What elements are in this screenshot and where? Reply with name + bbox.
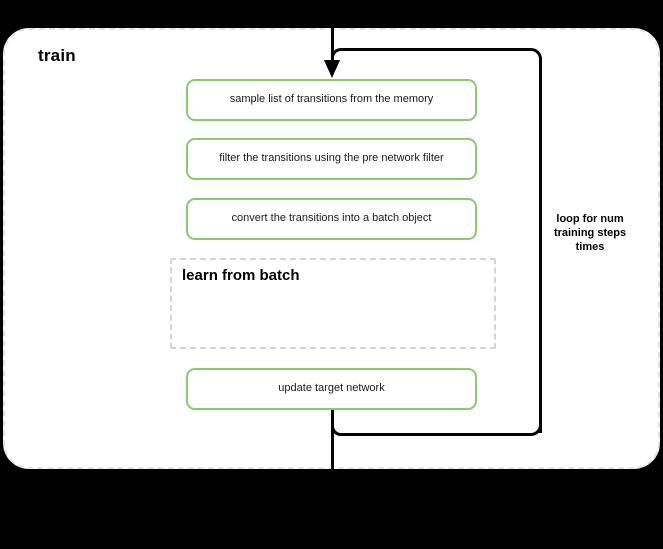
step-box-update-target-network[interactable]: update target network xyxy=(186,368,477,410)
step-label-filter: filter the transitions using the pre net… xyxy=(219,152,444,165)
loop-bottom-segment xyxy=(340,433,530,436)
step-box-filter[interactable]: filter the transitions using the pre net… xyxy=(186,138,477,180)
step-box-convert[interactable]: convert the transitions into a batch obj… xyxy=(186,198,477,240)
loop-corner-top-left xyxy=(331,48,343,60)
step-label-update: update target network xyxy=(278,382,385,395)
loop-corner-bottom-right xyxy=(528,422,542,436)
loop-annotation-label: loop for num training steps times xyxy=(546,213,634,254)
step-label-convert: convert the transitions into a batch obj… xyxy=(231,212,432,225)
loop-label-line-2: training steps xyxy=(553,226,627,239)
loop-label-line-1: loop for num xyxy=(556,213,624,225)
loop-label-line-3: times xyxy=(575,240,605,253)
loop-top-segment xyxy=(340,48,530,51)
loop-right-segment xyxy=(539,58,542,433)
step-box-sample[interactable]: sample list of transitions from the memo… xyxy=(186,79,477,121)
exit-connector-line xyxy=(331,408,334,469)
loop-corner-top-right xyxy=(528,48,542,62)
entry-connector-line xyxy=(331,0,334,62)
arrow-down-icon xyxy=(324,60,340,78)
learn-from-batch-container xyxy=(170,258,496,349)
step-label-sample: sample list of transitions from the memo… xyxy=(229,93,434,106)
learn-from-batch-title: learn from batch xyxy=(182,267,300,284)
page-title: train xyxy=(38,46,76,65)
